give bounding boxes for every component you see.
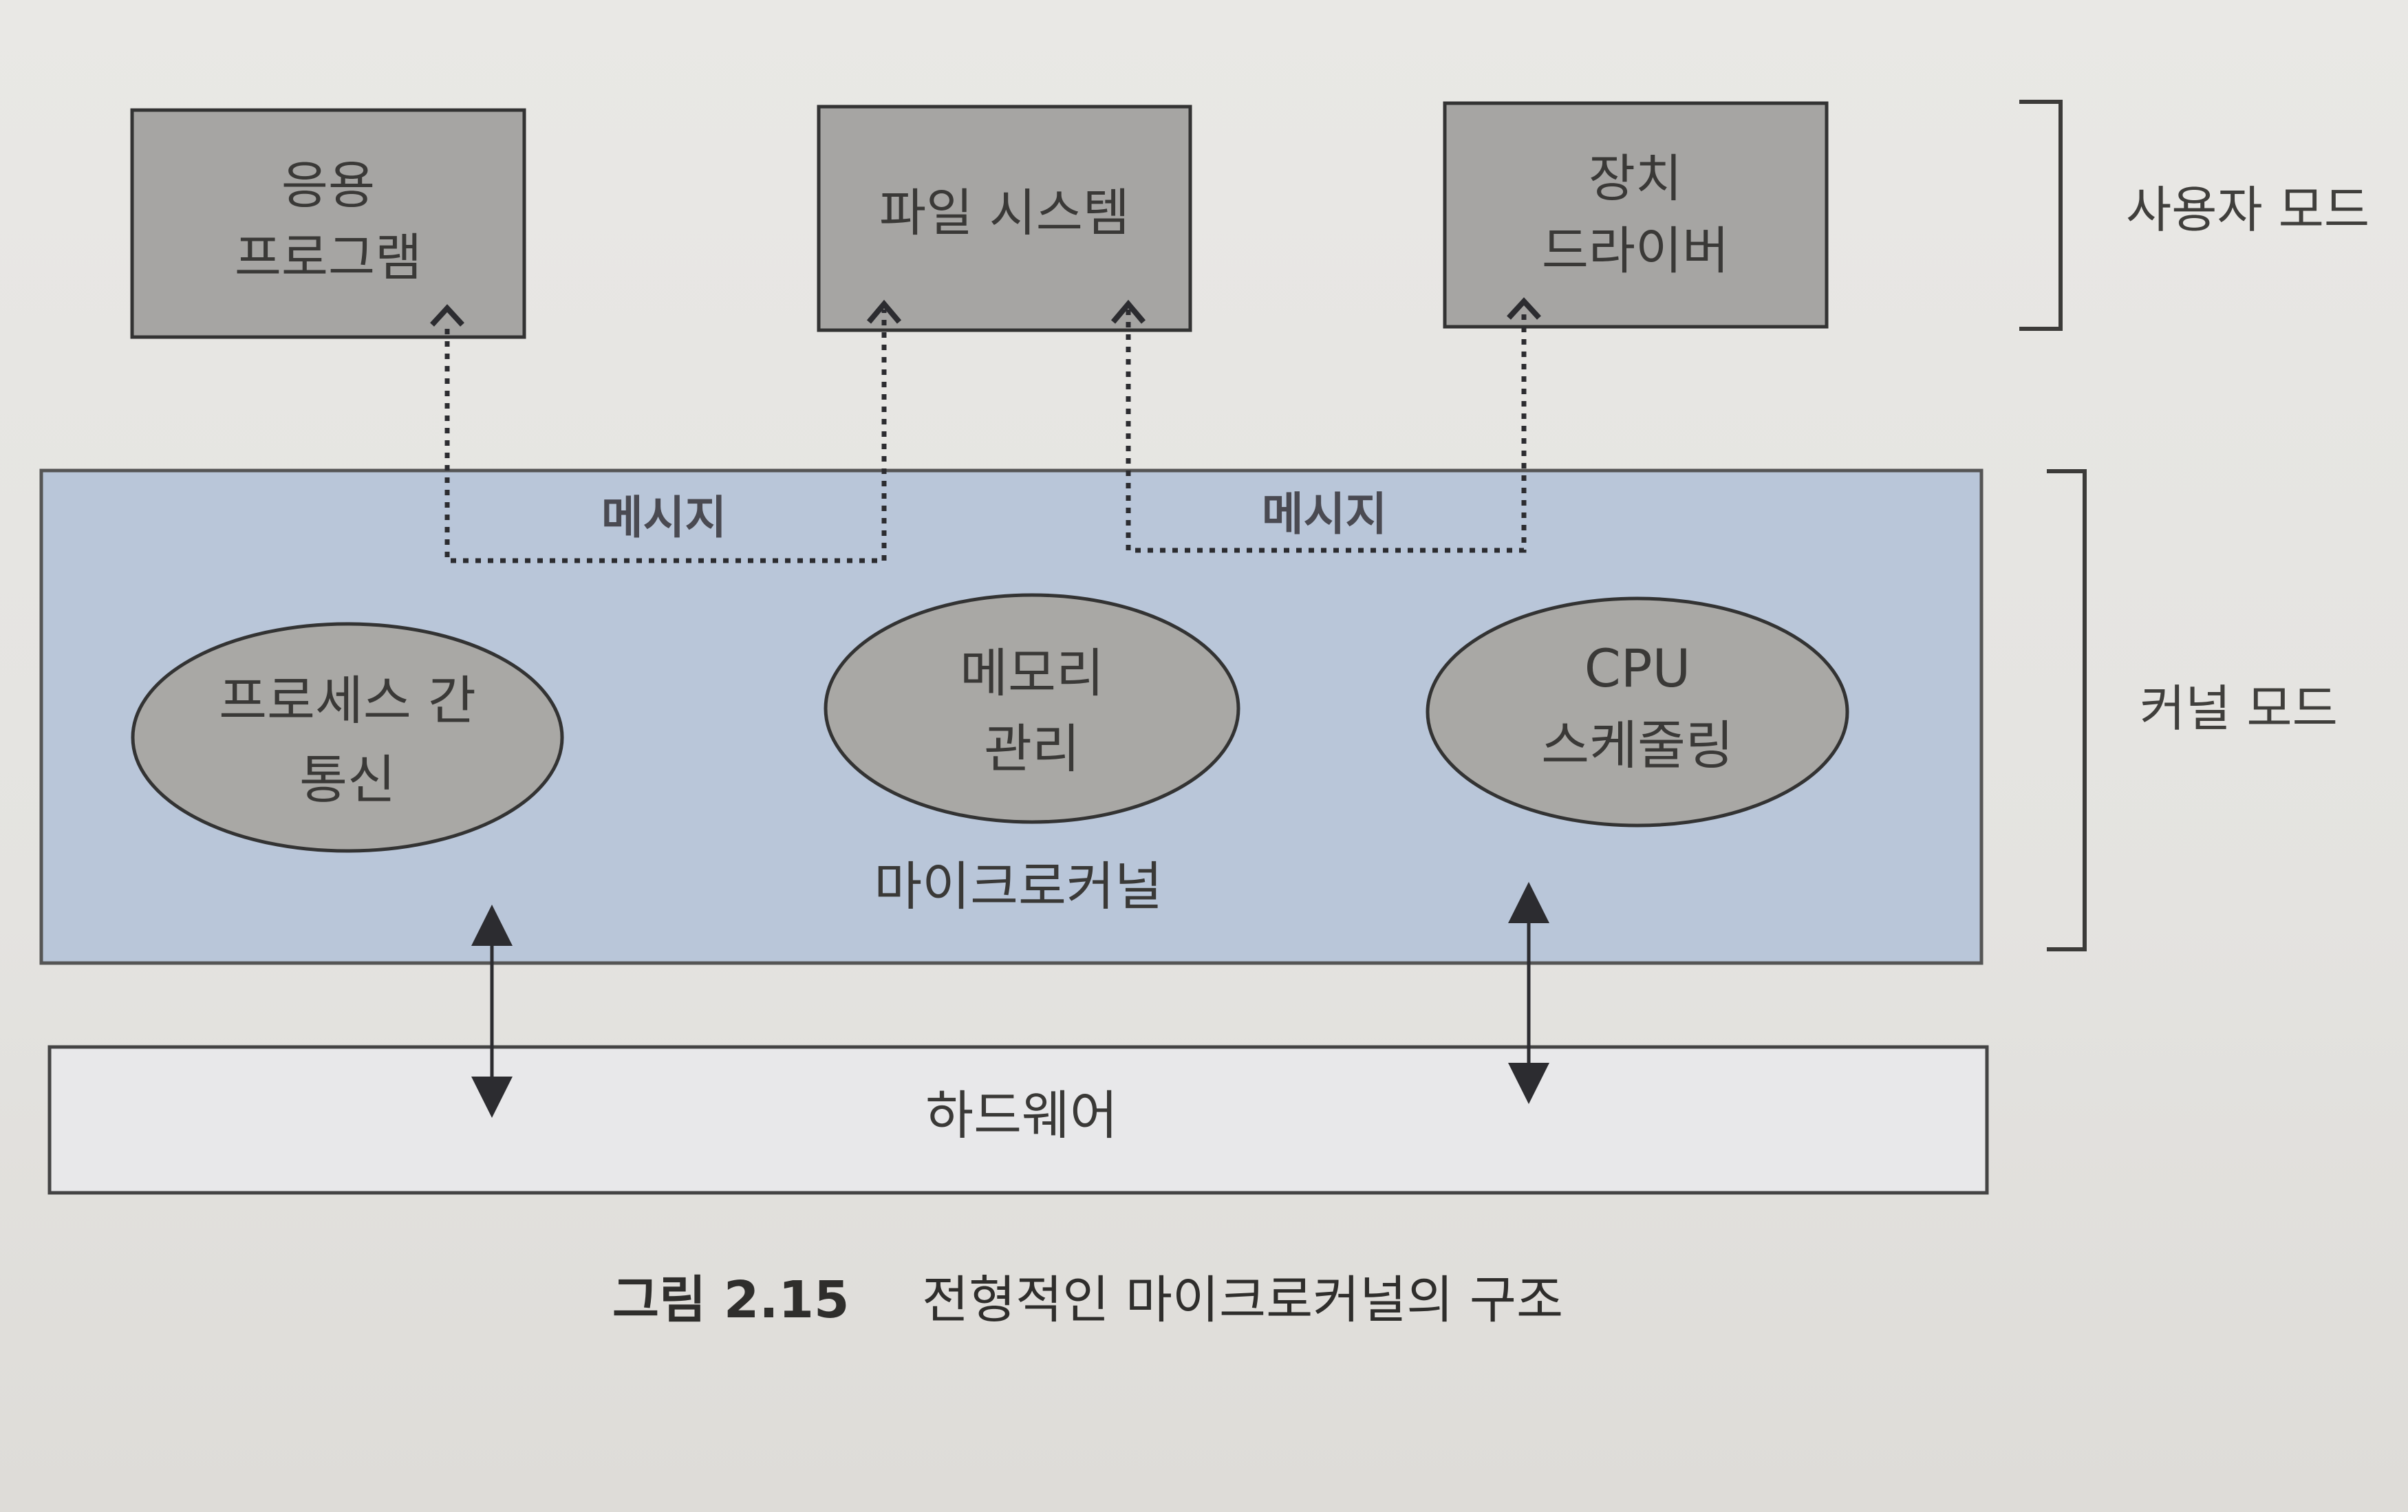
user-box-application-line1: 응용: [281, 156, 375, 215]
hardware-box: [47, 1045, 1989, 1195]
kernel-node-cpu-scheduling: CPU 스케줄링: [1426, 596, 1849, 828]
kernel-mode-bracket: [2047, 469, 2087, 951]
caption-number: 그림 2.15: [612, 1271, 850, 1330]
user-box-file-system-line1: 파일 시스템: [879, 184, 1130, 243]
message-label-left: 메시지: [601, 491, 727, 544]
kernel-node-memory: 메모리 관리: [824, 593, 1240, 824]
message-label-right: 메시지: [1262, 488, 1387, 541]
kernel-node-cpu-scheduling-line2: 스케줄링: [1541, 715, 1734, 776]
user-box-file-system: 파일 시스템: [817, 105, 1192, 332]
user-box-device-driver: 장치 드라이버: [1443, 101, 1829, 329]
caption-title: 전형적인 마이크로커널의 구조: [922, 1271, 1563, 1330]
figure-caption: 그림 2.15 전형적인 마이크로커널의 구조: [612, 1271, 1563, 1330]
user-box-device-driver-line2: 드라이버: [1542, 222, 1729, 281]
message-path-left: [444, 310, 887, 563]
user-mode-label: 사용자 모드: [2126, 181, 2369, 239]
kernel-node-memory-line1: 메모리: [960, 642, 1104, 704]
microkernel-label: 마이크로커널: [874, 856, 1163, 917]
user-box-application-line2: 프로그램: [235, 228, 422, 288]
user-box-device-driver-line1: 장치: [1589, 149, 1682, 208]
user-mode-bracket: [2019, 100, 2063, 331]
kernel-node-ipc: 프로세스 간 통신: [131, 622, 564, 853]
user-box-application: 응용 프로그램: [130, 108, 526, 339]
message-path-right: [1126, 310, 1527, 553]
kernel-node-memory-line2: 관리: [984, 718, 1080, 779]
message-arrowheads: [430, 297, 1541, 327]
kernel-node-ipc-line1: 프로세스 간: [219, 670, 476, 731]
hardware-label: 하드웨어: [925, 1085, 1118, 1146]
kernel-node-cpu-scheduling-line1: CPU: [1584, 638, 1691, 699]
kernel-node-ipc-line2: 통신: [299, 749, 396, 810]
kernel-mode-label: 커널 모드: [2140, 680, 2338, 737]
